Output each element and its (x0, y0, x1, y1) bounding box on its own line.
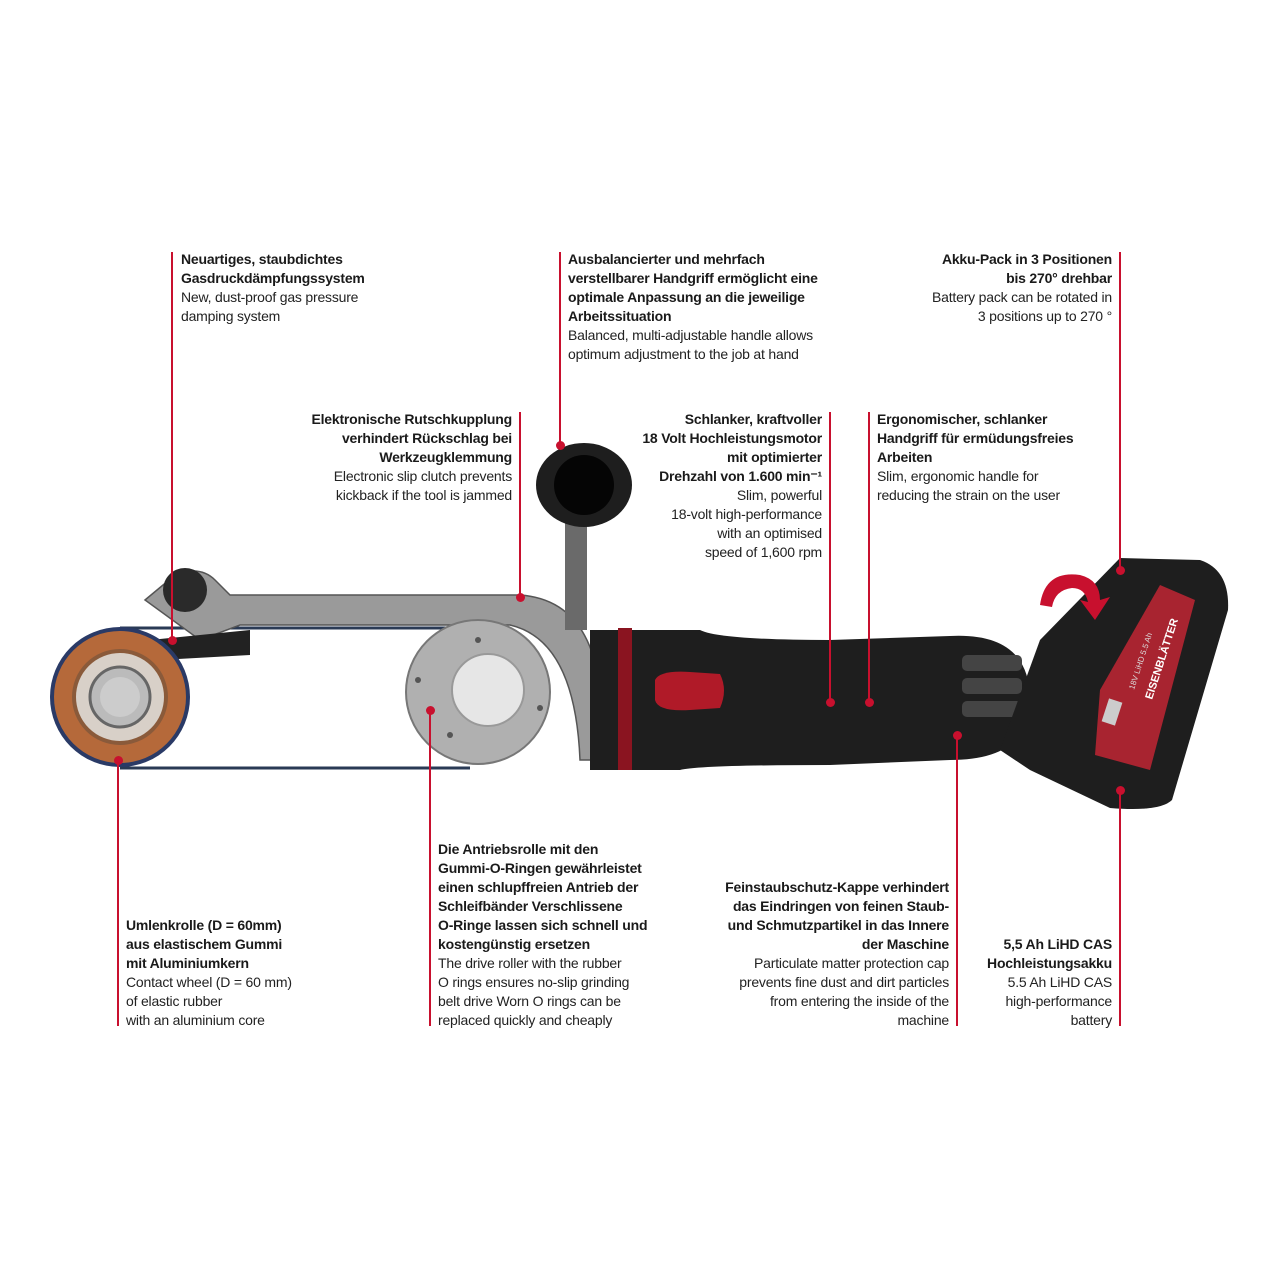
drive-roller (405, 619, 551, 765)
callout-title: Die Antriebsrolle mit den Gummi-O-Ringen… (438, 841, 648, 952)
callout-text: Balanced, multi-adjustable handle allows… (568, 327, 813, 362)
callout-text: Slim, powerful 18-volt high-performance … (671, 487, 822, 560)
callout-title: Umlenkrolle (D = 60mm) aus elastischem G… (126, 917, 283, 971)
leader-dot (865, 698, 874, 707)
callout-akku-rotation: Akku-Pack in 3 Positionen bis 270° drehb… (932, 250, 1112, 326)
leader-dot (953, 731, 962, 740)
callout-title: Akku-Pack in 3 Positionen bis 270° drehb… (941, 251, 1112, 286)
callout-text: New, dust-proof gas pressure damping sys… (181, 289, 359, 324)
leader-dot (168, 636, 177, 645)
leader-line (868, 412, 870, 702)
leader-dot (826, 698, 835, 707)
leader-line (559, 252, 561, 445)
callout-title: Feinstaubschutz-Kappe verhindert das Ein… (725, 879, 949, 952)
callout-slip-clutch: Elektronische Rutschkupplung verhindert … (311, 410, 512, 505)
callout-motor: Schlanker, kraftvoller 18 Volt Hochleist… (642, 410, 822, 562)
callout-text: Particulate matter protection cap preven… (739, 955, 949, 1028)
leader-line (117, 760, 119, 1026)
callout-battery: 5,5 Ah LiHD CAS Hochleistungsakku 5.5 Ah… (987, 935, 1112, 1030)
leader-line (956, 735, 958, 1026)
callout-text: 5.5 Ah LiHD CAS high-performance battery (1005, 974, 1112, 1028)
callout-text: Battery pack can be rotated in 3 positio… (932, 289, 1112, 324)
callout-drive-roller: Die Antriebsrolle mit den Gummi-O-Ringen… (438, 840, 647, 1030)
callout-ergonomic-grip: Ergonomischer, schlanker Handgriff für e… (877, 410, 1074, 505)
callout-title: 5,5 Ah LiHD CAS Hochleistungsakku (987, 936, 1112, 971)
leader-dot (426, 706, 435, 715)
callout-handle: Ausbalancierter und mehrfach verstellbar… (568, 250, 818, 364)
contact-wheel (50, 627, 190, 767)
battery-pack: EISENBLÄTTER 18V LiHD 5.5 Ah (1000, 558, 1229, 809)
leader-line (429, 710, 431, 1026)
leader-dot (114, 756, 123, 765)
callout-text: Contact wheel (D = 60 mm) of elastic rub… (126, 974, 292, 1028)
leader-line (829, 412, 831, 702)
leader-dot (516, 593, 525, 602)
callout-title: Ausbalancierter und mehrfach verstellbar… (568, 251, 818, 324)
callout-title: Elektronische Rutschkupplung verhindert … (311, 411, 512, 465)
callout-contact-wheel: Umlenkrolle (D = 60mm) aus elastischem G… (126, 916, 292, 1030)
cas-badge (1101, 698, 1123, 726)
leader-dot (1116, 786, 1125, 795)
callout-text: The drive roller with the rubber O rings… (438, 955, 630, 1028)
callout-title: Ergonomischer, schlanker Handgriff für e… (877, 411, 1074, 465)
callout-title: Schlanker, kraftvoller 18 Volt Hochleist… (642, 411, 822, 484)
leader-line (1119, 252, 1121, 570)
rotate-arrow-icon (1040, 574, 1110, 620)
callout-dust-cap: Feinstaubschutz-Kappe verhindert das Ein… (725, 878, 949, 1030)
leader-dot (556, 441, 565, 450)
callout-title: Neuartiges, staubdichtes Gasdruckdämpfun… (181, 251, 365, 286)
leader-line (519, 412, 521, 597)
callout-text: Electronic slip clutch prevents kickback… (333, 468, 512, 503)
leader-line (171, 252, 173, 640)
callout-gas-damping: Neuartiges, staubdichtes Gasdruckdämpfun… (181, 250, 365, 326)
callout-text: Slim, ergonomic handle for reducing the … (877, 468, 1060, 503)
leader-dot (1116, 566, 1125, 575)
leader-line (1119, 790, 1121, 1026)
